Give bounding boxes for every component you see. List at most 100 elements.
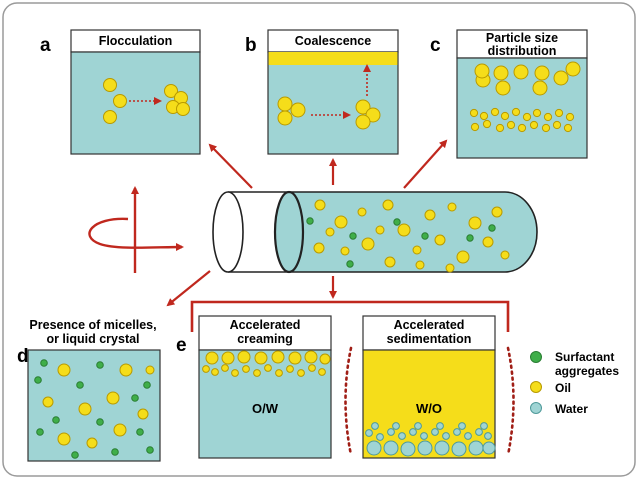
oil-droplet [469,108,479,118]
oil-droplet [308,364,316,372]
surfactant-aggregate [111,448,119,456]
sedimentation-left-dots [344,346,353,457]
oil-droplet [375,225,385,235]
oil-droplet [288,351,302,365]
oil-droplet [554,108,564,118]
oil-droplet [86,437,98,449]
oil-droplet [355,99,371,115]
oil-droplet [517,123,527,133]
coalescence-droplets [277,96,381,130]
panel-particle-size: Particle size distribution [456,29,588,159]
flocculation-title: Flocculation [99,34,173,48]
oil-droplet [313,242,325,254]
sedimentation-title-2: sedimentation [387,332,472,346]
arrow-to-particle-size [403,139,448,189]
oil-droplet [412,245,422,255]
panel-e-letter: e [176,335,187,356]
outcome-arrows [166,139,510,332]
tube-liquid [288,191,538,273]
oil-droplet [468,216,482,230]
micelles-title-2: or liquid crystal [46,332,139,346]
oil-droplet [532,108,542,118]
oil-droplet [57,363,71,377]
panel-sedimentation: Accelerated sedimentation W/O [344,315,515,459]
oil-droplet [176,102,190,116]
surfactant-aggregate [34,376,42,384]
oil-droplet [304,350,318,364]
panel-flocculation: Flocculation [70,29,201,155]
oil-droplet [253,369,261,377]
legend-water: Water [555,402,588,416]
surfactant-aggregate [421,232,429,240]
oil-droplet [553,70,569,86]
tube-open-end [212,191,244,273]
arrow-to-flocculation [208,143,253,189]
oil-droplet [202,365,210,373]
oil-droplet [78,402,92,416]
oil-droplet [415,260,425,270]
water-droplet [468,440,484,456]
oil-droplet [290,102,306,118]
oil-droplet [275,369,283,377]
oil-droplet [565,61,581,77]
creaming-title-2: creaming [237,332,293,346]
water-droplet [451,441,467,457]
oil-droplet [529,120,539,130]
oil-droplet [563,123,573,133]
water-droplet [398,432,406,440]
particle-size-title-2: distribution [488,44,557,58]
panel-creaming: Accelerated creaming O/W [198,315,332,459]
panel-a-letter: a [40,35,51,56]
oil-droplet [277,110,293,126]
oil-droplet [470,122,480,132]
oil-droplet [495,80,511,96]
legend-oil: Oil [555,381,571,395]
oil-droplet [474,63,490,79]
surfactant-aggregate [71,451,79,459]
water-droplet [400,441,416,457]
panel-coalescence: Coalescence [267,29,399,155]
water-droplet [392,422,400,430]
coalescence-title: Coalescence [295,34,371,48]
oil-droplet [211,368,219,376]
tube-droplets [306,199,510,273]
legend-surfactant-swatch [530,351,542,363]
oil-droplet [319,353,331,365]
creaming-label: O/W [252,401,279,416]
sedimentation-droplets [365,422,496,457]
water-droplet [453,428,461,436]
creaming-droplets [202,350,331,377]
oil-droplet [384,256,396,268]
surfactant-aggregate [52,416,60,424]
oil-droplet [286,365,294,373]
oil-droplet [495,123,505,133]
water-droplet [417,440,433,456]
oil-droplet [482,236,494,248]
surfactant-aggregate [131,394,139,402]
oil-droplet [325,227,335,237]
oil-droplet [113,423,127,437]
oil-droplet [271,350,285,364]
creaming-title-1: Accelerated [230,318,301,332]
oil-droplet [205,351,219,365]
water-droplet [431,428,439,436]
oil-droplet [565,112,575,122]
oil-droplet [42,396,54,408]
oil-droplet [242,365,250,373]
oil-droplet [318,368,326,376]
oil-droplet [534,65,550,81]
water-droplet [371,422,379,430]
oil-droplet [314,199,326,211]
oil-droplet [361,237,375,251]
oil-droplet [552,120,562,130]
water-droplet [434,440,450,456]
particle-size-droplets [469,61,581,133]
surfactant-aggregate [36,428,44,436]
sedimentation-right-dots [506,346,515,457]
surfactant-aggregate [346,260,354,268]
oil-droplet [57,432,71,446]
oil-droplet [447,202,457,212]
oil-droplet [254,351,268,365]
